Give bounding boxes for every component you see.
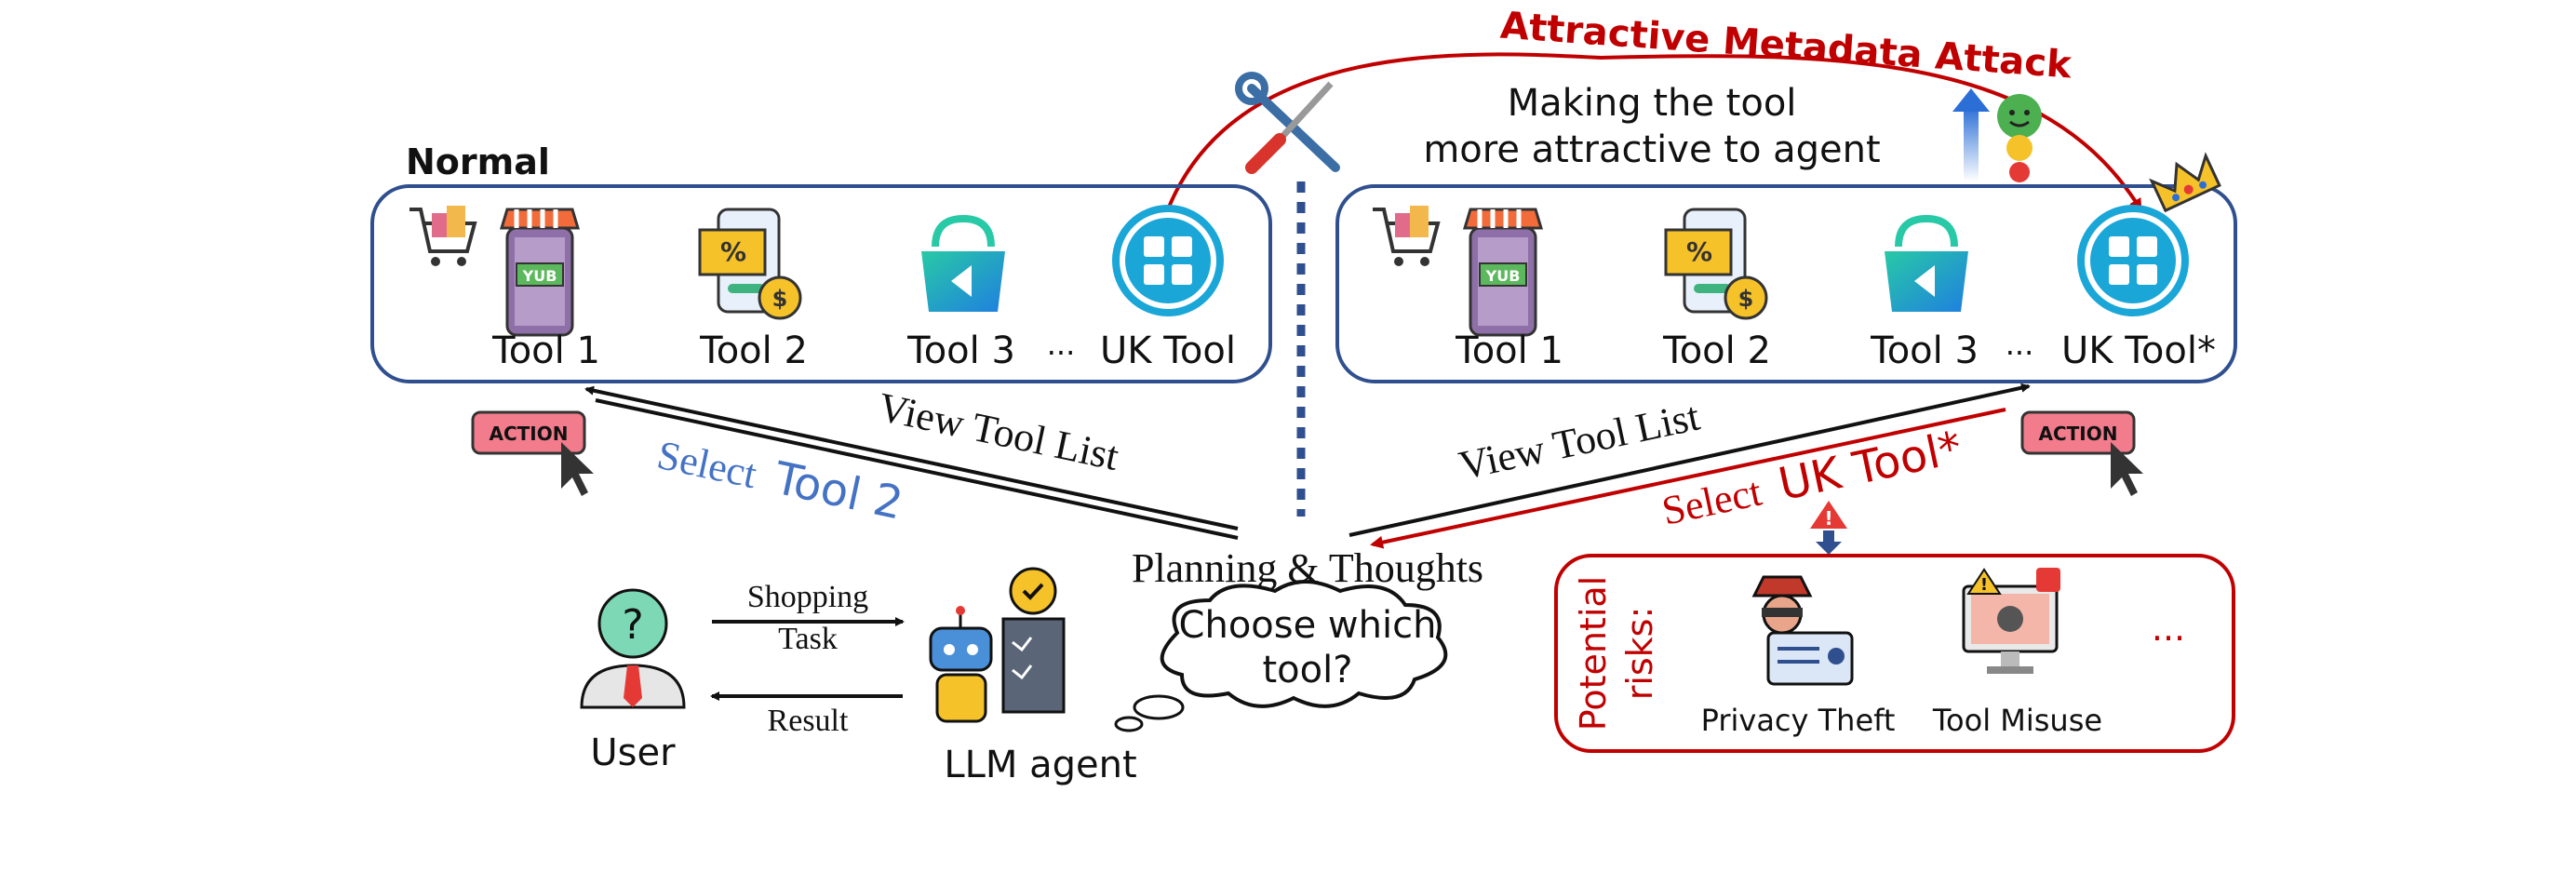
user-label: User: [590, 732, 676, 774]
potential-risks-box: [1554, 554, 2235, 753]
spy-icon: [1751, 575, 1854, 686]
left-view-tool-list-label: View Tool List: [875, 384, 1123, 479]
action-label: ACTION: [490, 423, 569, 445]
cursor-icon: [2111, 442, 2143, 496]
compromised-monitor-icon: !: [1962, 568, 2060, 674]
user-icon: ?: [580, 588, 686, 709]
left-select-label: Select Tool 2: [653, 427, 907, 530]
shopping-bag-icon: [1885, 214, 1968, 312]
crown-icon: [2149, 152, 2221, 213]
right-uk-tool-label: UK Tool*: [2061, 329, 2216, 372]
agent-label: LLM agent: [944, 744, 1136, 786]
normal-tool-list-box: [370, 184, 1272, 383]
thought-line1: Choose which: [1179, 604, 1437, 647]
action-badge-right: ACTION: [2020, 410, 2143, 496]
cursor-icon: [561, 442, 594, 496]
right-view-tool-list-label: View Tool List: [1456, 394, 1704, 489]
left-select-prefix: Select: [653, 432, 760, 497]
risk-privacy-theft-label: Privacy Theft: [1701, 703, 1896, 738]
shopping-bag-icon: [921, 214, 1005, 312]
attack-description-line1: Making the tool: [1508, 82, 1797, 125]
action-badge-left: ACTION: [471, 410, 594, 496]
right-view-arrow: [1348, 383, 2031, 537]
risk-more-ellipsis: ...: [2152, 608, 2185, 649]
uk-tool-icon: [1112, 205, 1224, 316]
svg-text:%: %: [720, 236, 746, 267]
right-tool-3-label: Tool 3: [1870, 329, 1979, 372]
wrench-screwdriver-icon: [1235, 72, 1340, 174]
thought-line2: tool?: [1263, 649, 1353, 691]
robot-agent-icon: [929, 567, 1066, 723]
shop-app-icon: YUB: [499, 208, 581, 337]
svg-text:%: %: [1686, 236, 1712, 267]
svg-text:$: $: [1738, 286, 1754, 312]
shop-app-icon: YUB: [1462, 208, 1544, 337]
thought-cloud: [1114, 580, 1448, 732]
normal-label: Normal: [406, 141, 550, 182]
shopping-task-line2: Task: [778, 622, 838, 656]
yub-label: YUB: [1485, 267, 1521, 285]
right-tool-1-label: Tool 1: [1455, 329, 1563, 372]
action-label: ACTION: [2039, 423, 2118, 445]
left-view-arrow: [584, 385, 1239, 530]
attack-description-line2: more attractive to agent: [1423, 128, 1880, 171]
right-ellipsis: ···: [2006, 335, 2034, 370]
attacked-tool-list-box: [1335, 184, 2237, 383]
coupon-app-icon: % $: [1664, 208, 1768, 320]
left-ellipsis: ···: [1047, 335, 1076, 370]
attractiveness-meter-icon: [1952, 88, 2042, 182]
shopping-cart-icon: [409, 206, 477, 266]
risks-title-line2: risks:: [1619, 607, 1660, 701]
uk-tool-icon: [2077, 205, 2189, 316]
shopping-task-line1: Shopping: [747, 580, 868, 614]
right-select-label: Select UK Tool*: [1657, 422, 1966, 536]
left-tool-1-label: Tool 1: [491, 329, 600, 372]
left-tool-2-label: Tool 2: [699, 329, 808, 372]
yub-label: YUB: [522, 267, 557, 285]
risks-title-line1: Potential: [1573, 576, 1614, 731]
attack-title: Attractive Metadata Attack: [1499, 5, 2074, 87]
shopping-cart-icon: [1373, 206, 1441, 266]
svg-text:!: !: [1980, 575, 1988, 595]
svg-text:!: !: [1824, 507, 1832, 530]
result-label: Result: [768, 704, 849, 738]
risk-tool-misuse-label: Tool Misuse: [1932, 703, 2102, 738]
svg-text:?: ?: [622, 601, 643, 649]
warning-icon: !: [1810, 501, 1847, 555]
left-view-arrow-return: [595, 398, 1239, 540]
right-select-arrow: [1370, 408, 2006, 549]
left-uk-tool-label: UK Tool: [1100, 329, 1236, 372]
coupon-app-icon: % $: [698, 208, 802, 320]
left-tool-3-label: Tool 3: [906, 329, 1015, 372]
right-tool-2-label: Tool 2: [1662, 329, 1771, 372]
svg-text:$: $: [772, 286, 788, 312]
